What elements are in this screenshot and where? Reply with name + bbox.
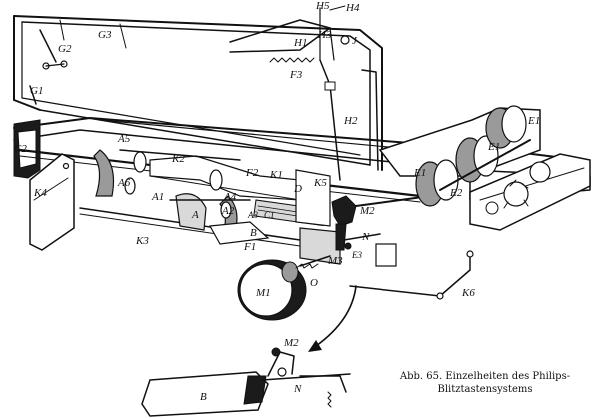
label-K4: K4 xyxy=(33,187,47,199)
label-C2: C2 xyxy=(14,143,27,155)
label-H2: H2 xyxy=(343,115,358,127)
label-A6: A6 xyxy=(117,177,131,189)
label-K5: K5 xyxy=(313,177,327,189)
detail-label-M2: M2 xyxy=(283,337,299,349)
label-M3: M3 xyxy=(327,255,343,267)
label-N: N xyxy=(361,231,370,243)
label-E3: E3 xyxy=(351,250,362,260)
label-E2: E2 xyxy=(449,187,463,199)
label-E1-top: E1 xyxy=(527,115,540,127)
figure-caption: Abb. 65. Einzelheiten des Philips- Blitz… xyxy=(380,370,590,396)
label-F3: F3 xyxy=(289,69,303,81)
caption-line-1: Abb. 65. Einzelheiten des Philips- xyxy=(399,371,571,382)
label-H5: H5 xyxy=(315,0,330,12)
label-E1-low: E1 xyxy=(413,167,426,179)
label-C1: C1 xyxy=(264,210,275,220)
label-K3: K3 xyxy=(135,235,149,247)
part-labels: H5 H4 H3 J H1 F3 H2 G2 G3 G1 C2 K4 A5 A6… xyxy=(14,0,540,403)
label-G3: G3 xyxy=(98,29,112,41)
label-A2: A2 xyxy=(221,205,235,217)
label-H3: H3 xyxy=(317,29,332,41)
left-plate xyxy=(29,153,75,251)
label-M1: M1 xyxy=(255,287,271,299)
label-H1: H1 xyxy=(293,37,307,49)
detail-label-N: N xyxy=(293,383,302,395)
label-H4: H4 xyxy=(345,2,360,14)
label-O: O xyxy=(310,277,318,289)
label-A1: A1 xyxy=(151,191,164,203)
label-A5: A5 xyxy=(117,133,131,145)
label-G1: G1 xyxy=(30,85,43,97)
detail-drawing xyxy=(141,347,351,417)
label-M2: M2 xyxy=(359,205,375,217)
label-E1-mid: E1 xyxy=(487,141,500,153)
latch-assembly xyxy=(331,195,431,267)
label-A4: A4 xyxy=(223,191,237,203)
label-D: D xyxy=(293,183,302,195)
label-K6: K6 xyxy=(461,287,475,299)
detail-label-B: B xyxy=(200,391,207,403)
caption-line-2: Blitztastensystems xyxy=(437,384,533,395)
label-J: J xyxy=(352,35,358,47)
key-levers xyxy=(93,149,341,265)
knob-m1 xyxy=(237,255,331,321)
label-K2: K2 xyxy=(171,153,185,165)
detail-pointer-arrow xyxy=(308,285,357,352)
label-K1: K1 xyxy=(269,169,283,181)
label-G2: G2 xyxy=(58,43,72,55)
label-B: B xyxy=(250,227,257,239)
motor-assembly xyxy=(378,105,591,231)
label-F2: F2 xyxy=(245,167,259,179)
label-A3: A3 xyxy=(247,210,258,220)
label-A: A xyxy=(191,209,199,221)
rod-k6 xyxy=(349,250,474,300)
label-F1: F1 xyxy=(243,241,256,253)
